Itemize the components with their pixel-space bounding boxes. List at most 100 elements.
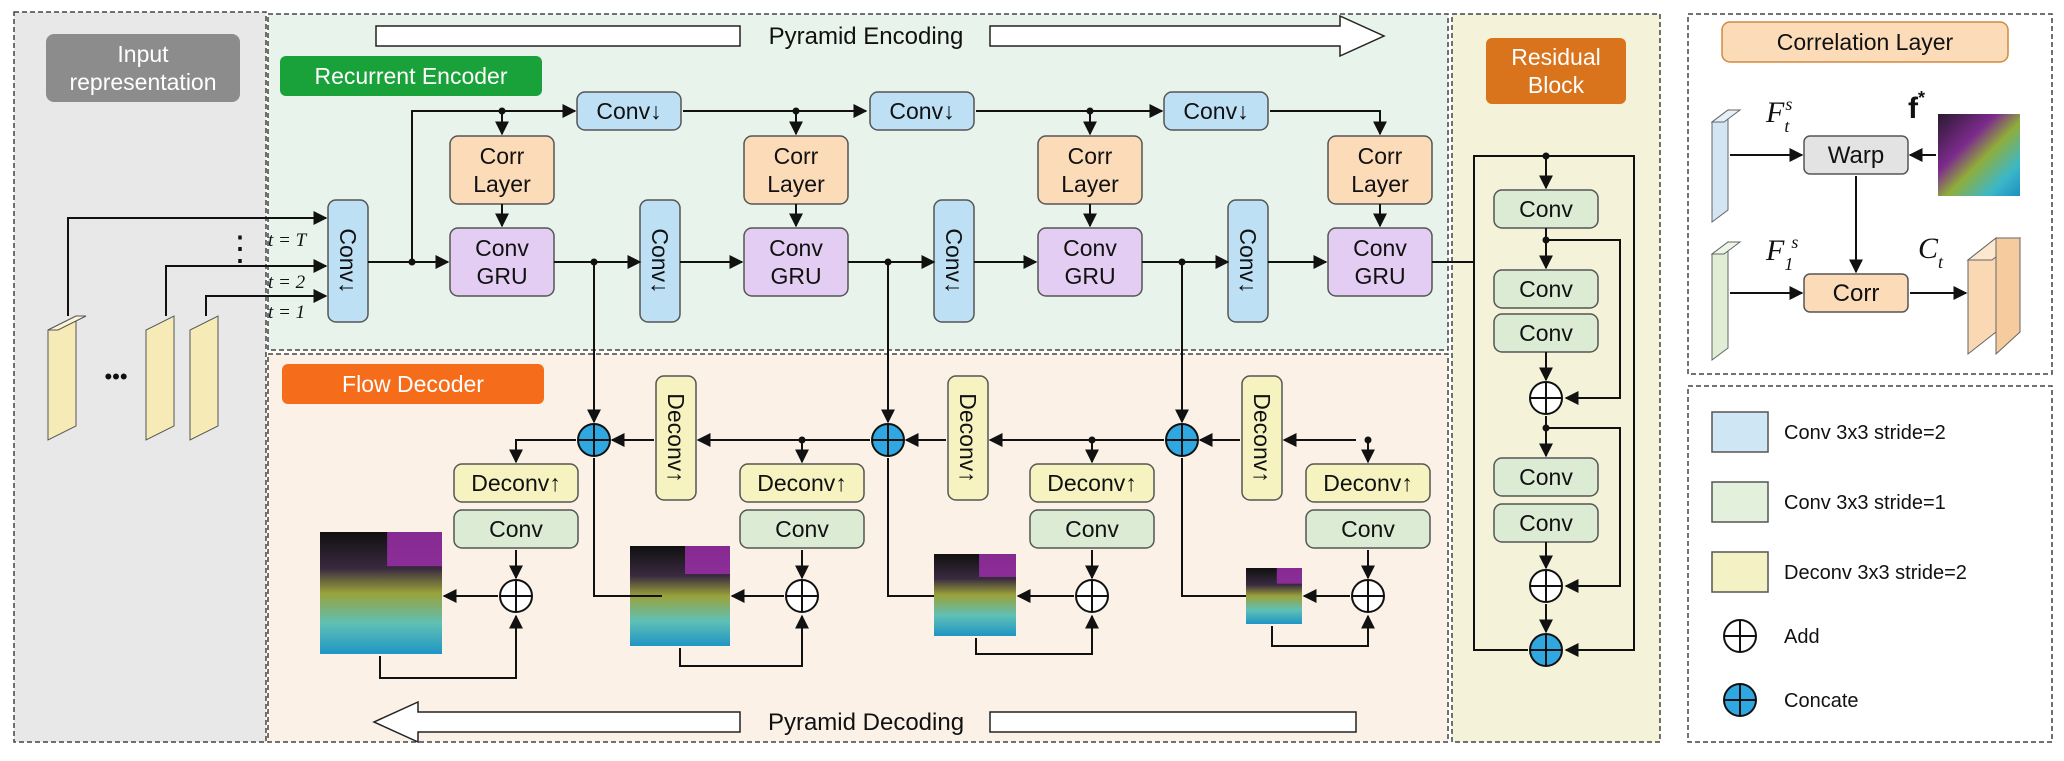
correlation-detail: Fts F1s f* Ct Warp Corr <box>1710 88 2022 361</box>
residual-conv-4: Conv <box>1493 457 1599 497</box>
correlation-tag-label: Correlation Layer <box>1777 29 1954 55</box>
pyramid-encoding-arrow: Pyramid Encoding <box>375 14 1386 58</box>
encoder-top-conv-down-1: Conv↓ <box>576 91 682 131</box>
correlation-tag: Correlation Layer <box>1721 21 2009 63</box>
decoder-deconv-vertical-1-label: Deconv↑ <box>663 393 689 482</box>
feature-F1-block <box>1711 241 1729 361</box>
conv-gru-2-label-2: GRU <box>770 263 821 289</box>
input-frame-2 <box>145 315 175 441</box>
t-1-label: t = 1 <box>268 302 305 323</box>
junction-dot <box>792 107 800 115</box>
residual-tag-line2: Block <box>1528 72 1585 98</box>
decoder-deconv-up-3: Deconv↑ <box>1029 463 1155 503</box>
encoder-tag: Recurrent Encoder <box>280 56 542 96</box>
decoder-deconv-vertical-2: Deconv↑ <box>947 375 989 501</box>
corr-layer-4-label-2: Layer <box>1351 171 1409 197</box>
conv-gru-3-label-2: GRU <box>1064 263 1115 289</box>
flow-output-1 <box>320 532 442 654</box>
t-T-label: t = T <box>268 230 308 251</box>
F1-label: F1s <box>1765 232 1798 274</box>
encoder-conv-down-2-label: Conv↓ <box>647 228 673 293</box>
input-frame-3 <box>189 315 219 441</box>
corr-layer-1-label-2: Layer <box>473 171 531 197</box>
add-node-1 <box>499 579 533 613</box>
residual-conv-5-label: Conv <box>1519 510 1573 536</box>
encoder-conv-down-1-label: Conv↓ <box>335 228 361 293</box>
legend-item-1: Conv 3x3 stride=2 <box>1711 411 1946 453</box>
decoder-conv-1: Conv <box>453 509 579 549</box>
encoder-conv-down-3: Conv↓ <box>933 199 975 323</box>
corr-layer-4-label-1: Corr <box>1358 143 1403 169</box>
junction-dot <box>590 258 598 266</box>
residual-panel <box>1451 13 1661 743</box>
junction-dot <box>1086 107 1094 115</box>
connector <box>1546 239 1621 405</box>
legend-item-3: Deconv 3x3 stride=2 <box>1711 551 1967 593</box>
decoder-deconv-up-4-label: Deconv↑ <box>1323 470 1412 496</box>
connector <box>887 458 934 597</box>
conv-gru-1-label-1: Conv <box>475 235 529 261</box>
add-node-3 <box>1075 579 1109 613</box>
corr-layer-2-label-2: Layer <box>767 171 825 197</box>
horizontal-dots: ••• <box>104 364 127 389</box>
residual-tag-line1: Residual <box>1511 44 1601 70</box>
corr-layer-3-label-1: Corr <box>1068 143 1113 169</box>
warp-label: Warp <box>1828 142 1884 169</box>
t-2-label: t = 2 <box>268 272 306 293</box>
connector <box>1473 155 1528 651</box>
legend-label-4: Add <box>1784 626 1820 648</box>
concat-node-2 <box>871 423 905 457</box>
residual-add-2 <box>1529 569 1563 603</box>
pyramid-encoding-label: Pyramid Encoding <box>769 23 964 50</box>
f-star-label: f* <box>1908 88 1925 125</box>
encoder-conv-down-4-label: Conv↓ <box>1235 228 1261 293</box>
legend-label-2: Conv 3x3 stride=1 <box>1784 492 1946 514</box>
connector <box>411 104 577 262</box>
legend-swatch-3 <box>1711 551 1769 593</box>
input-frames: ⋮ ••• t = T t = 2 t = 1 <box>47 230 308 441</box>
connector <box>1546 155 1635 657</box>
junction-dot <box>408 258 416 266</box>
decoder-deconv-vertical-3: Deconv↑ <box>1241 375 1283 501</box>
encoder-top-conv-down-3-label: Conv↓ <box>1183 98 1248 124</box>
corr-layer-2-label-1: Corr <box>774 143 819 169</box>
connector <box>379 614 523 679</box>
residual-concat <box>1529 633 1563 667</box>
residual-add-1 <box>1529 381 1563 415</box>
input-tag-line1: Input <box>117 41 169 67</box>
junction-dot <box>1178 258 1186 266</box>
corr-layer-3-label-2: Layer <box>1061 171 1119 197</box>
input-tag: Input representation <box>46 34 240 102</box>
decoder-deconv-vertical-2-label: Deconv↑ <box>955 393 981 482</box>
flow-estimate-image <box>1938 114 2020 196</box>
decoder-conv-4-label: Conv <box>1341 516 1395 542</box>
connector <box>1270 110 1387 136</box>
input-connectors <box>67 211 328 316</box>
decoder-conv-3-label: Conv <box>1065 516 1119 542</box>
legend-item-4: Add <box>1723 619 1820 653</box>
decoder-deconv-up-4: Deconv↑ <box>1305 463 1431 503</box>
residual-conv-2: Conv <box>1493 269 1599 309</box>
encoder-top-conv-down-3: Conv↓ <box>1163 91 1269 131</box>
vertical-dots: ⋮ <box>223 230 257 268</box>
conv-gru-3-label-1: Conv <box>1063 235 1117 261</box>
conv-gru-2-label-1: Conv <box>769 235 823 261</box>
legend-label-1: Conv 3x3 stride=2 <box>1784 422 1946 444</box>
legend-label-3: Deconv 3x3 stride=2 <box>1784 562 1967 584</box>
junction-dot <box>1364 436 1372 444</box>
encoder-tag-label: Recurrent Encoder <box>314 63 507 89</box>
decoder-tag: Flow Decoder <box>282 364 544 404</box>
decoder-conv-2: Conv <box>739 509 865 549</box>
junction-dot <box>884 258 892 266</box>
corr-block <box>1803 273 1909 313</box>
concat-node-3 <box>1165 423 1199 457</box>
encoder-top-conv-down-1-label: Conv↓ <box>596 98 661 124</box>
connector <box>975 614 1099 655</box>
encoder-conv-down-2: Conv↓ <box>639 199 681 323</box>
decoder-conv-4: Conv <box>1305 509 1431 549</box>
